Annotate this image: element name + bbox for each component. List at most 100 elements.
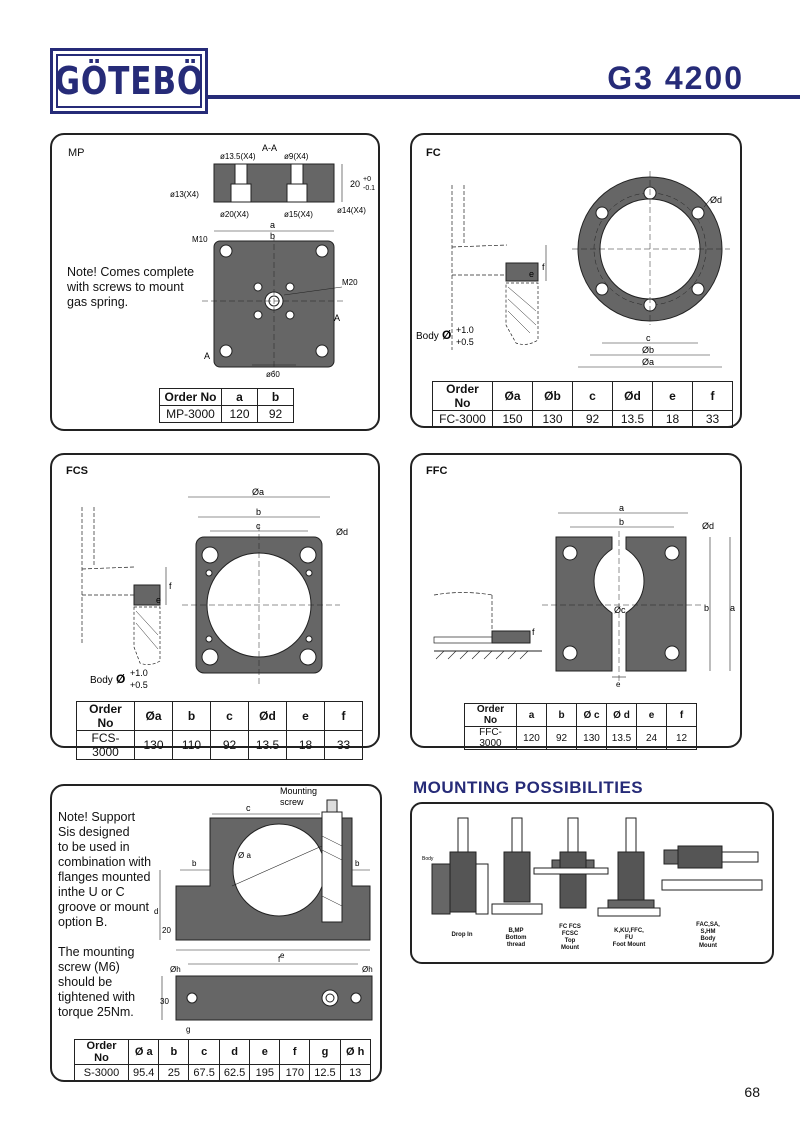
mp-table-header: Order No a b xyxy=(159,388,294,406)
mp-section-label: A-A xyxy=(262,143,277,153)
fcs-body-label: Body xyxy=(90,675,113,686)
ffc-dim-b: b xyxy=(619,517,624,527)
fcs-dim-e: e xyxy=(156,595,161,605)
fcs-td-c: 92 xyxy=(210,730,249,760)
fc-table-header: Order No Øa Øb c Ød e f xyxy=(432,381,733,411)
mounting-caption-bottom-thread: B,MP Bottom thread xyxy=(505,928,527,948)
fc-th-e: e xyxy=(652,381,693,411)
mp-th-a: a xyxy=(221,388,258,406)
s-td-b: 25 xyxy=(158,1064,190,1082)
fc-td-f: 33 xyxy=(692,410,733,428)
table-row: FCS-3000 130 110 92 13.5 18 33 xyxy=(76,730,363,760)
fc-td-a: 150 xyxy=(492,410,533,428)
mp-dim-d20: ø20(X4) xyxy=(220,210,249,219)
mp-td-a: 120 xyxy=(221,405,258,423)
ffc-th-d: Ø d xyxy=(606,703,637,727)
fc-diameter-symbol: Ø xyxy=(442,328,451,342)
fc-td-b: 130 xyxy=(532,410,573,428)
s-mounting-screw-line1: Mounting xyxy=(280,786,317,796)
s-th-a: Ø a xyxy=(127,1039,160,1065)
s-drawing: Mounting screw c Ø a b b d 20 e f Øh Øh … xyxy=(154,786,373,1034)
mp-th-order: Order No xyxy=(159,388,222,406)
ffc-td-f: 12 xyxy=(666,726,697,750)
fcs-th-f: f xyxy=(324,701,363,731)
header-rule xyxy=(208,95,800,99)
fcs-panel-label: FCS xyxy=(66,465,88,477)
ffc-th-order: Order No xyxy=(464,703,517,727)
ffc-dim-a-side: a xyxy=(730,603,735,613)
fcs-th-a: Øa xyxy=(134,701,173,731)
fc-spec-table: Order No Øa Øb c Ød e f FC-3000 150 130 … xyxy=(432,381,733,428)
mounting-body-label: Body xyxy=(422,856,434,862)
mp-dim-tol-plus: +0 xyxy=(363,176,371,183)
s-td-e: 195 xyxy=(249,1064,281,1082)
mp-dim-m10: M10 xyxy=(192,235,208,244)
ffc-td-b: 92 xyxy=(546,726,577,750)
fcs-table-header: Order No Øa b c Ød e f xyxy=(76,701,363,731)
s-spec-table: Order No Ø a b c d e f g Ø h S-3000 95.4… xyxy=(74,1039,371,1082)
ffc-dim-f: f xyxy=(532,627,535,637)
fc-drawing: e f Body Ø +1.0 +0.5 Ød c Øb Øa xyxy=(416,171,730,368)
ffc-table-header: Order No a b Ø c Ø d e f xyxy=(464,703,697,727)
s-dim-g: g xyxy=(186,1025,190,1034)
mounting-caption-drop-in: Drop In xyxy=(451,932,473,938)
mp-panel-label: MP xyxy=(68,147,85,159)
s-td-a: 95.4 xyxy=(127,1064,160,1082)
mp-dim-a: a xyxy=(270,220,275,230)
s-panel: Note! Support Sis designed to be used in… xyxy=(50,784,382,1082)
s-dim-30: 30 xyxy=(160,997,169,1006)
mp-th-b: b xyxy=(257,388,294,406)
mp-dim-d14: ø14(X4) xyxy=(337,206,366,215)
ffc-th-b: b xyxy=(546,703,577,727)
s-dim-f: f xyxy=(278,955,281,964)
fcs-th-c: c xyxy=(210,701,249,731)
fcs-th-d: Ød xyxy=(248,701,287,731)
fcs-dim-c: c xyxy=(256,521,261,531)
fcs-spec-table: Order No Øa b c Ød e f FCS-3000 130 110 … xyxy=(76,701,363,760)
fc-th-order: Order No xyxy=(432,381,493,411)
mp-note: Note! Comes complete with screws to moun… xyxy=(67,265,195,309)
fc-dim-f: f xyxy=(542,262,545,272)
fcs-diameter-symbol: Ø xyxy=(116,672,125,686)
fcs-tol-plus: +1.0 xyxy=(130,668,148,678)
fcs-dim-d: Ød xyxy=(336,527,348,537)
mp-dim-d13: ø13(X4) xyxy=(170,190,199,199)
s-dim-h1: Øh xyxy=(170,965,181,974)
mp-panel: MP A-A ø13.5(X4) ø9(X4) ø13(X4) ø20(X4) … xyxy=(50,133,380,431)
s-th-d: d xyxy=(218,1039,251,1065)
fc-tol-minus: +0.5 xyxy=(456,337,474,347)
ffc-td-d: 13.5 xyxy=(606,726,637,750)
table-row: FFC-3000 120 92 130 13.5 24 12 xyxy=(464,726,697,750)
s-dim-a: Ø a xyxy=(238,851,251,860)
ffc-td-order: FFC-3000 xyxy=(464,726,517,750)
s-dim-d: d xyxy=(154,907,158,916)
mp-dim-20: 20 xyxy=(350,179,360,189)
fc-dim-c: c xyxy=(646,333,651,343)
fc-th-f: f xyxy=(692,381,733,411)
mp-dim-b: b xyxy=(270,231,275,241)
mp-dim-m20: M20 xyxy=(342,278,358,287)
ffc-th-e: e xyxy=(636,703,667,727)
mounting-panel: Body Drop In B,MP Bottom thread FC FCS F… xyxy=(410,802,774,964)
mp-dim-d15: ø15(X4) xyxy=(284,210,313,219)
ffc-td-a: 120 xyxy=(516,726,547,750)
ffc-th-c: Ø c xyxy=(576,703,607,727)
fcs-td-d: 13.5 xyxy=(248,730,287,760)
fcs-th-order: Order No xyxy=(76,701,135,731)
ffc-dim-d: Ød xyxy=(702,521,714,531)
s-note: Note! Support Sis designed to be used in… xyxy=(58,810,152,1019)
fcs-dim-f: f xyxy=(169,581,172,591)
ffc-dim-b-side: b xyxy=(704,603,709,613)
ffc-th-f: f xyxy=(666,703,697,727)
s-td-g: 12.5 xyxy=(309,1064,341,1082)
s-dim-b2: b xyxy=(355,859,360,868)
logo: GÖTEBÖ xyxy=(50,48,208,114)
ffc-dim-a: a xyxy=(619,503,624,513)
fcs-dim-a: Øa xyxy=(252,487,264,497)
ffc-dim-e: e xyxy=(616,680,621,689)
s-dim-b1: b xyxy=(192,859,197,868)
mp-dim-tol-minus: -0.1 xyxy=(363,185,375,192)
fc-panel: FC e f Body Ø +1.0 +0.5 Ød c Øb xyxy=(410,133,742,428)
fc-td-d: 13.5 xyxy=(612,410,653,428)
s-th-order: Order No xyxy=(74,1039,129,1065)
